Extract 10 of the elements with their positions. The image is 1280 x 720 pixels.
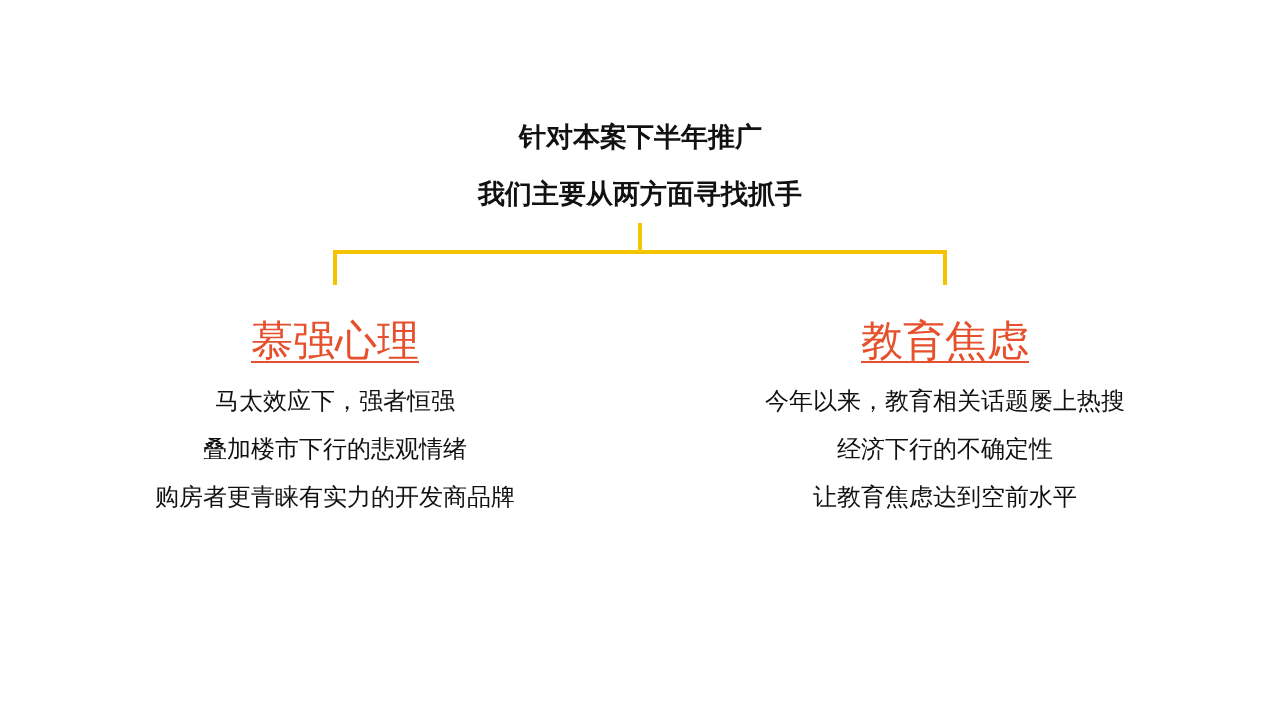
topic-heading: 教育焦虑 bbox=[861, 315, 1029, 367]
body-text: 马太效应下，强者恒强 bbox=[214, 386, 456, 417]
body-text: 购房者更青睐有实力的开发商品牌 bbox=[154, 482, 516, 513]
topic-heading: 慕强心理 bbox=[251, 315, 419, 367]
heading-text: 针对本案下半年推广 bbox=[517, 120, 763, 154]
body-text: 今年以来，教育相关话题屡上热搜 bbox=[764, 386, 1126, 417]
body-text: 让教育焦虑达到空前水平 bbox=[812, 482, 1078, 513]
body-text: 经济下行的不确定性 bbox=[836, 434, 1054, 465]
heading-text: 我们主要从两方面寻找抓手 bbox=[476, 177, 803, 211]
body-text: 叠加楼市下行的悲观情绪 bbox=[202, 434, 468, 465]
